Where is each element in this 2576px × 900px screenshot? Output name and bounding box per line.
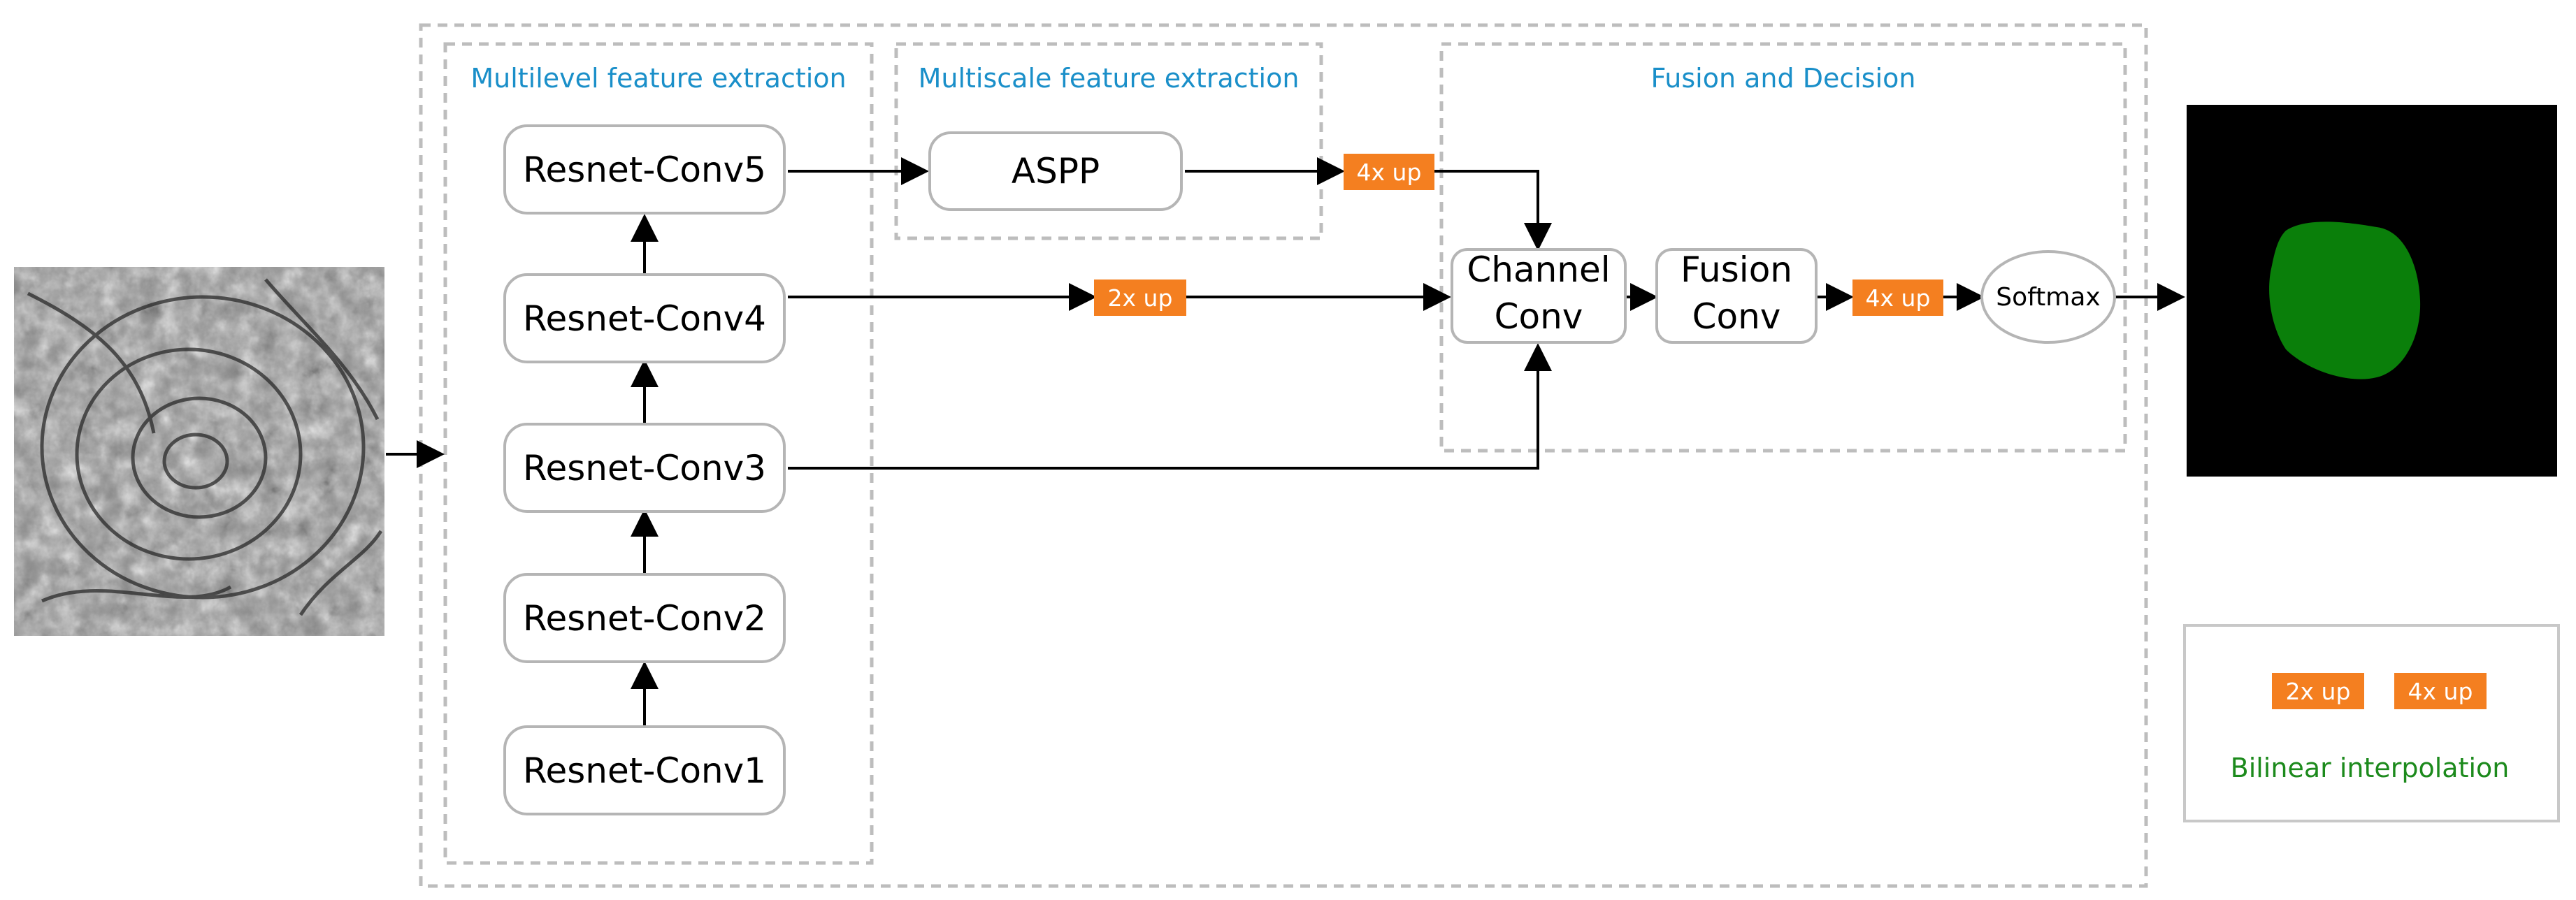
multiscale-group-title: Multiscale feature extraction — [919, 63, 1300, 94]
multilevel-group-box — [443, 42, 874, 865]
legend-2x-label: 2x up — [2286, 678, 2351, 705]
backbone-conv5-label: Resnet-Conv5 — [523, 150, 766, 190]
legend: 2x up 4x up Bilinear interpolation — [2183, 624, 2560, 822]
connections — [386, 157, 2185, 727]
upsample-4x-badge-aspp: 4x up — [1344, 154, 1434, 190]
channel-conv-node: Channel Conv — [1451, 248, 1627, 344]
fusion-conv-node: Fusion Conv — [1655, 248, 1818, 344]
arrow-conv3-to-channel-conv — [788, 343, 1552, 470]
fusion-group-box — [1439, 42, 2127, 453]
backbone-conv5-node: Resnet-Conv5 — [503, 124, 786, 215]
upsample-4x-badge-output: 4x up — [1852, 280, 1943, 316]
legend-2x-swatch: 2x up — [2272, 673, 2364, 709]
upsample-4x-label: 4x up — [1357, 159, 1422, 186]
backbone-conv2-node: Resnet-Conv2 — [503, 573, 786, 663]
output-image — [2187, 105, 2557, 477]
legend-caption: Bilinear interpolation — [2231, 753, 2510, 783]
arrow-up4-to-channel-conv — [1434, 170, 1552, 251]
backbone-conv1-node: Resnet-Conv1 — [503, 725, 786, 815]
multiscale-group-box — [894, 42, 1323, 240]
fusion-conv-label-line2: Conv — [1692, 296, 1781, 337]
softmax-label: Softmax — [1996, 283, 2100, 312]
upsample-2x-label: 2x up — [1108, 284, 1173, 312]
legend-4x-swatch: 4x up — [2394, 673, 2487, 709]
channel-conv-label-line2: Conv — [1495, 296, 1583, 337]
backbone-conv4-node: Resnet-Conv4 — [503, 273, 786, 363]
outer-dashed-frame — [419, 23, 2148, 888]
channel-conv-label-line1: Channel — [1467, 249, 1610, 290]
segmented-region — [2269, 222, 2421, 379]
aspp-label: ASPP — [1012, 151, 1100, 191]
input-image — [14, 267, 384, 636]
backbone-conv2-label: Resnet-Conv2 — [523, 598, 766, 639]
upsample-4x-label: 4x up — [1866, 284, 1931, 312]
fusion-group-title: Fusion and Decision — [1651, 63, 1916, 94]
softmax-node: Softmax — [1980, 250, 2116, 344]
multilevel-group-title: Multilevel feature extraction — [470, 63, 846, 94]
backbone-conv3-label: Resnet-Conv3 — [523, 448, 766, 488]
fusion-conv-label-line1: Fusion — [1681, 249, 1792, 290]
legend-4x-label: 4x up — [2408, 678, 2473, 705]
aspp-node: ASPP — [928, 131, 1183, 211]
backbone-conv3-node: Resnet-Conv3 — [503, 423, 786, 513]
upsample-2x-badge: 2x up — [1094, 280, 1186, 316]
backbone-conv1-label: Resnet-Conv1 — [523, 750, 766, 791]
backbone-conv4-label: Resnet-Conv4 — [523, 298, 766, 339]
